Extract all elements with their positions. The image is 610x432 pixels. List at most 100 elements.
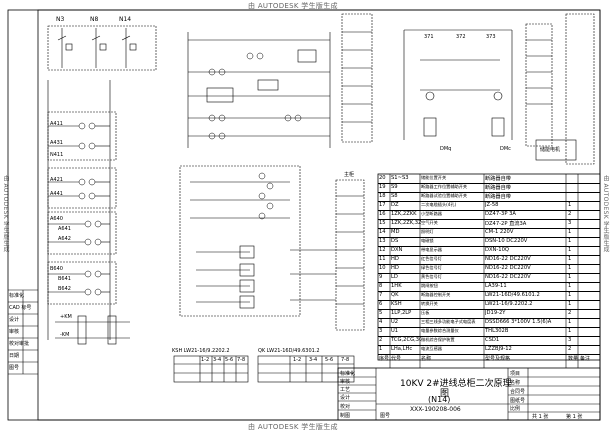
parts-cell-model: JZ-58 bbox=[485, 202, 499, 208]
parts-header-no: 序号 bbox=[379, 356, 390, 362]
parts-cell-model: 断路器自带 bbox=[485, 185, 511, 191]
parts-row bbox=[378, 327, 600, 328]
bus-label-b641: B641 bbox=[58, 276, 71, 282]
bus-label-km-bottom: -KM bbox=[60, 332, 70, 338]
watermark-right: 由 AUTODESK 学生版生成 bbox=[602, 175, 609, 253]
watermark-bottom: 由 AUTODESK 学生版生成 bbox=[248, 423, 338, 431]
bus-label-n8: N8 bbox=[90, 16, 99, 23]
parts-cell-model: DSSD666 3*100V 1.5(6)A bbox=[485, 319, 552, 325]
bus-label-a411: A411 bbox=[50, 121, 63, 127]
parts-cell-name: 带电显示器 bbox=[421, 247, 442, 252]
ksh-col-2: 3-4 bbox=[213, 357, 222, 363]
parts-cell-name: 储能位置开关 bbox=[421, 175, 447, 180]
parts-cell-qty: 1 bbox=[568, 319, 572, 325]
parts-cell-qty: 2 bbox=[568, 310, 572, 316]
parts-row bbox=[378, 192, 600, 193]
drawing-no: XXX-190208-006 bbox=[410, 406, 461, 413]
parts-cell-no: 7 bbox=[379, 292, 383, 298]
parts-cell-code: LHa,LHc bbox=[391, 346, 413, 352]
bus-label-a641: A641 bbox=[58, 226, 71, 232]
parts-cell-model: THL302B bbox=[485, 328, 509, 334]
title-right-label-1: 项目 bbox=[510, 371, 521, 377]
parts-cell-model: 断路器自带 bbox=[485, 194, 511, 200]
parts-cell-model: LA39-11 bbox=[485, 283, 507, 289]
parts-cell-code: U1 bbox=[391, 328, 399, 334]
parts-cell-code: U2 bbox=[391, 319, 399, 325]
parts-cell-code: S9 bbox=[391, 184, 398, 190]
parts-cell-name: 断路器试验位置辅助开关 bbox=[421, 193, 468, 198]
parts-row bbox=[378, 201, 600, 202]
parts-cell-name: 电流互感器 bbox=[421, 346, 442, 351]
parts-cell-qty: 1 bbox=[568, 301, 572, 307]
parts-cell-no: 6 bbox=[379, 301, 383, 307]
parts-cell-no: 17 bbox=[379, 202, 386, 208]
drawing-title-line3: (N14) bbox=[428, 395, 451, 404]
drawing-no-label: 图号 bbox=[380, 413, 391, 419]
parts-cell-qty: 1 bbox=[568, 292, 572, 298]
title-left-row-6: 制图 bbox=[340, 413, 351, 419]
parts-row bbox=[378, 219, 600, 220]
title-left-row-1: 标准化 bbox=[340, 371, 356, 377]
parts-row bbox=[378, 273, 600, 274]
bus-label-b642: B642 bbox=[58, 286, 71, 292]
label-372: 372 bbox=[456, 34, 466, 40]
parts-row bbox=[378, 291, 600, 292]
bus-label-n3: N3 bbox=[56, 16, 65, 23]
parts-cell-model: 断路器自带 bbox=[485, 176, 511, 182]
parts-cell-no: 19 bbox=[379, 184, 386, 190]
parts-cell-no: 18 bbox=[379, 193, 386, 199]
bus-label-a640: A640 bbox=[50, 216, 63, 222]
parts-cell-qty: 1 bbox=[568, 274, 572, 280]
title-left-row-2: 审核 bbox=[340, 379, 351, 385]
parts-cell-model: DZ47-3P 3A bbox=[485, 211, 516, 217]
parts-cell-name: 电量参数综合测量仪 bbox=[421, 328, 459, 333]
bus-label-a421: A421 bbox=[50, 177, 63, 183]
watermark-top: 由 AUTODESK 学生版生成 bbox=[248, 2, 338, 10]
title-right-label-3: 合同号 bbox=[510, 389, 526, 395]
parts-row bbox=[378, 255, 600, 256]
parts-cell-qty: 1 bbox=[568, 283, 572, 289]
parts-cell-no: 1 bbox=[379, 346, 383, 352]
parts-cell-code: KSH bbox=[391, 301, 402, 307]
parts-cell-code: LD bbox=[391, 274, 398, 280]
parts-cell-name: 电磁锁 bbox=[421, 238, 434, 243]
parts-cell-model: DSN-10 DC220V bbox=[485, 238, 528, 244]
title-left-row-3: 工艺 bbox=[340, 387, 351, 393]
bus-label-b640: B640 bbox=[50, 266, 63, 272]
bus-label-km-top: +KM bbox=[60, 314, 72, 320]
label-371: 371 bbox=[424, 34, 434, 40]
ksh-col-3: 5-6 bbox=[225, 357, 234, 363]
parts-cell-code: MD bbox=[391, 229, 400, 235]
parts-cell-model: CM-1 220V bbox=[485, 229, 514, 235]
parts-row bbox=[378, 300, 600, 301]
parts-cell-model: LW21-16/9.2202.2 bbox=[485, 301, 533, 307]
title-right-label-2: 名称 bbox=[510, 380, 521, 386]
parts-cell-no: 2 bbox=[379, 337, 383, 343]
parts-cell-code: DS bbox=[391, 238, 399, 244]
parts-cell-code: S1~S3 bbox=[391, 175, 409, 181]
parts-cell-no: 13 bbox=[379, 238, 386, 244]
parts-cell-no: 9 bbox=[379, 274, 383, 280]
ksh-col-1: 1-2 bbox=[201, 357, 210, 363]
parts-cell-no: 4 bbox=[379, 319, 383, 325]
parts-cell-qty: 1 bbox=[568, 265, 572, 271]
parts-cell-code: 1ZK,2ZK,3ZK bbox=[391, 220, 421, 226]
bus-label-a441: A441 bbox=[50, 191, 63, 197]
parts-cell-qty: 2 bbox=[568, 346, 572, 352]
sheet-total: 共 1 张 bbox=[532, 414, 549, 420]
parts-cell-qty: 3 bbox=[568, 337, 572, 343]
parts-row bbox=[378, 246, 600, 247]
margin-label-cad: CAD 标号 bbox=[9, 305, 32, 311]
margin-label-approve: 校对审批 bbox=[9, 341, 30, 347]
parts-row bbox=[378, 309, 600, 310]
motor-label: 储能电机 bbox=[540, 147, 561, 153]
parts-cell-name: 压板 bbox=[421, 310, 430, 315]
parts-cell-name: 红色信号灯 bbox=[421, 256, 442, 261]
ksh-col-4: 7-8 bbox=[237, 357, 246, 363]
parts-cell-name: 断路器控制开关 bbox=[421, 292, 451, 297]
parts-cell-code: DZ bbox=[391, 202, 399, 208]
bus-label-n14: N14 bbox=[119, 16, 132, 23]
parts-cell-code: 1ZK,2ZKK bbox=[391, 211, 417, 217]
